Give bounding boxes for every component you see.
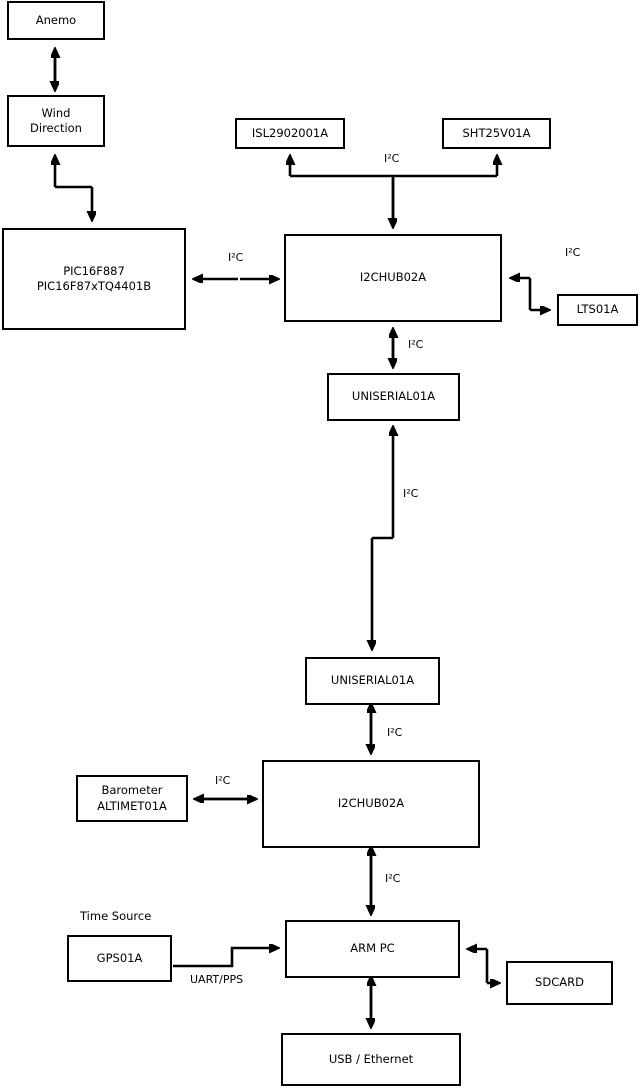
node-sdcard[interactable]: SDCARD	[506, 961, 613, 1005]
node-i2chub02a-bottom[interactable]: I2CHUB02A	[262, 760, 480, 848]
edge-label-gps-armpc: UART/PPS	[190, 973, 244, 986]
node-usb-ethernet[interactable]: USB / Ethernet	[281, 1033, 461, 1086]
node-arm-pc[interactable]: ARM PC	[285, 920, 460, 978]
node-isl2902001a[interactable]: ISL2902001A	[235, 118, 345, 149]
edge-label-uniserial-link: I²C	[403, 487, 419, 500]
node-wind-direction[interactable]: Wind Direction	[7, 95, 105, 147]
node-uniserial01a-top[interactable]: UNISERIAL01A	[327, 373, 460, 421]
node-uniserial01a-bottom[interactable]: UNISERIAL01A	[305, 657, 440, 705]
node-i2chub02a-top[interactable]: I2CHUB02A	[284, 234, 502, 322]
edge-label-hub-armpc: I²C	[385, 872, 401, 885]
edge-label-pic-hub: I²C	[228, 251, 244, 264]
node-lts01a[interactable]: LTS01A	[557, 294, 638, 326]
label-time-source: Time Source	[80, 909, 152, 923]
edge-label-hub-uniserial-top: I²C	[408, 338, 424, 351]
edge-label-barometer-hub: I²C	[215, 774, 231, 787]
node-sht25v01a[interactable]: SHT25V01A	[442, 118, 551, 149]
node-gps01a[interactable]: GPS01A	[67, 935, 172, 982]
wire-gps-armpc	[173, 948, 277, 968]
node-pic-mcu[interactable]: PIC16F887 PIC16F87xTQ4401B	[2, 228, 186, 330]
edge-label-hub-sensors: I²C	[384, 152, 400, 165]
edge-label-uniserial-hub-bottom: I²C	[387, 726, 403, 739]
edge-label-hub-lts: I²C	[565, 246, 581, 259]
node-anemo[interactable]: Anemo	[7, 1, 105, 40]
node-barometer-altimet01a[interactable]: Barometer ALTIMET01A	[76, 775, 188, 822]
